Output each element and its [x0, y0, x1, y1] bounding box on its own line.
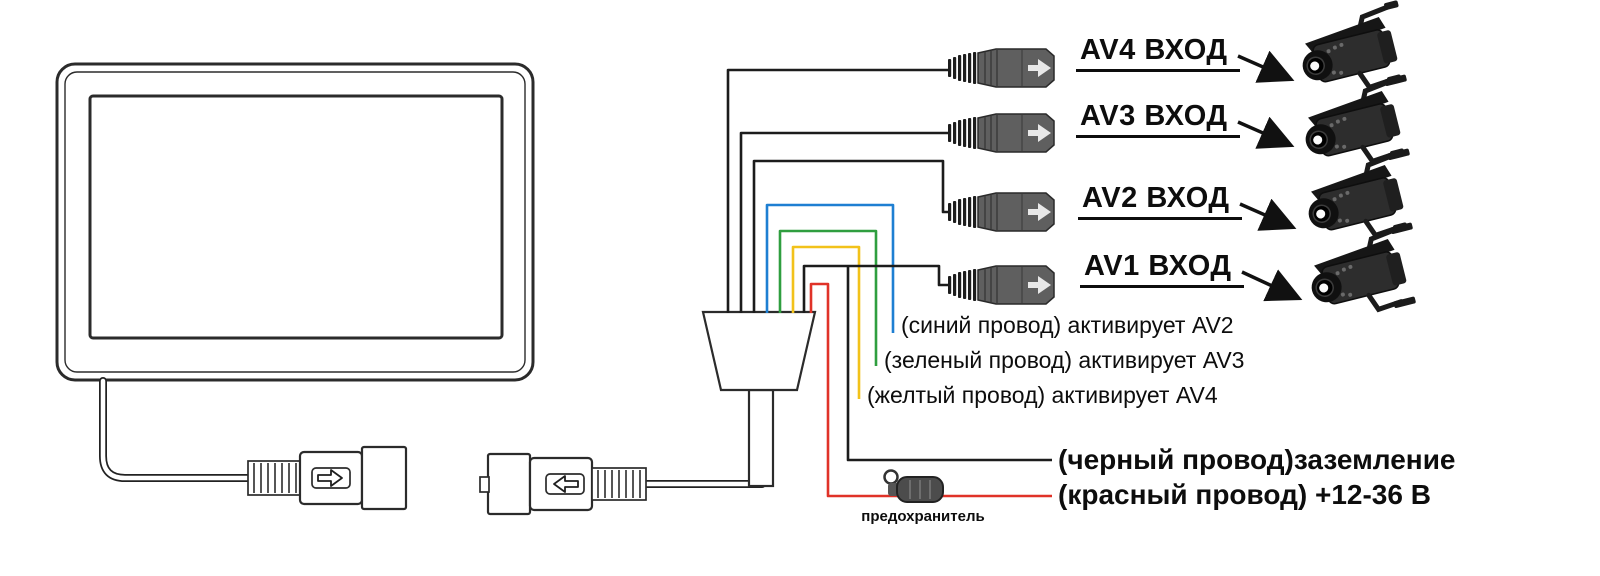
- camera-av2-icon: [1298, 148, 1422, 253]
- fuse-icon: [883, 469, 944, 503]
- power-wire-note: (красный провод) +12-36 В: [1058, 479, 1431, 510]
- left-arrow-icon: [553, 475, 579, 493]
- wire-yellow-trigger: [791, 245, 861, 399]
- male-connector-head: [360, 445, 408, 511]
- female-connector: [479, 452, 647, 516]
- av3-input-label: AV3 ВХОД: [1076, 100, 1240, 138]
- av4-input-label: AV4 ВХОД: [1076, 34, 1240, 72]
- wire-av1: [802, 264, 950, 313]
- male-connector-ribs: [253, 463, 297, 493]
- av3-plug-icon: [947, 113, 1055, 153]
- right-arrow-icon: [317, 469, 343, 487]
- splitter-stem: [747, 388, 775, 488]
- arrow-av2-icon: [1239, 198, 1297, 231]
- yellow-wire-note: (желтый провод) активирует AV4: [867, 382, 1218, 408]
- fuse-label: предохранитель: [861, 508, 985, 525]
- av2-plug-icon: [947, 192, 1055, 232]
- wire-green-trigger: [778, 229, 878, 366]
- green-wire-note: (зеленый провод) активирует AV3: [884, 347, 1245, 373]
- monitor-bezel-inner-line: [64, 71, 526, 373]
- av1-plug-icon: [947, 265, 1055, 305]
- monitor-cable: [99, 377, 256, 482]
- wire-ground: [846, 266, 1052, 462]
- blue-wire-note: (синий провод) активирует AV2: [901, 312, 1234, 338]
- av1-input-label: AV1 ВХОД: [1080, 250, 1244, 288]
- wires: [726, 68, 1052, 498]
- av2-input-label: AV2 ВХОД: [1078, 182, 1242, 220]
- wire-blue-trigger: [765, 203, 895, 333]
- camera-arrows: [1237, 50, 1303, 302]
- arrow-av4-icon: [1237, 50, 1295, 83]
- arrow-av1-icon: [1241, 269, 1303, 302]
- arrow-av3-icon: [1237, 116, 1295, 149]
- camera-av3-icon: [1295, 74, 1419, 179]
- wire-av4: [726, 68, 950, 313]
- wire-av3: [739, 131, 950, 313]
- camera-av4-icon: [1292, 0, 1416, 105]
- female-connector-ribs: [597, 470, 641, 498]
- camera-av1-icon: [1301, 222, 1425, 327]
- monitor: [55, 62, 535, 382]
- female-connector-head: [486, 452, 532, 516]
- ground-wire-note: (черный провод)заземление: [1058, 444, 1456, 475]
- splitter-body: [701, 310, 817, 392]
- monitor-screen: [88, 94, 504, 340]
- av4-plug-icon: [947, 48, 1055, 88]
- male-connector: [247, 445, 408, 511]
- female-connector-notch: [479, 476, 490, 493]
- harness-splitter: [701, 310, 817, 488]
- male-connector-strain-relief: [247, 460, 301, 496]
- wire-av2: [752, 159, 950, 313]
